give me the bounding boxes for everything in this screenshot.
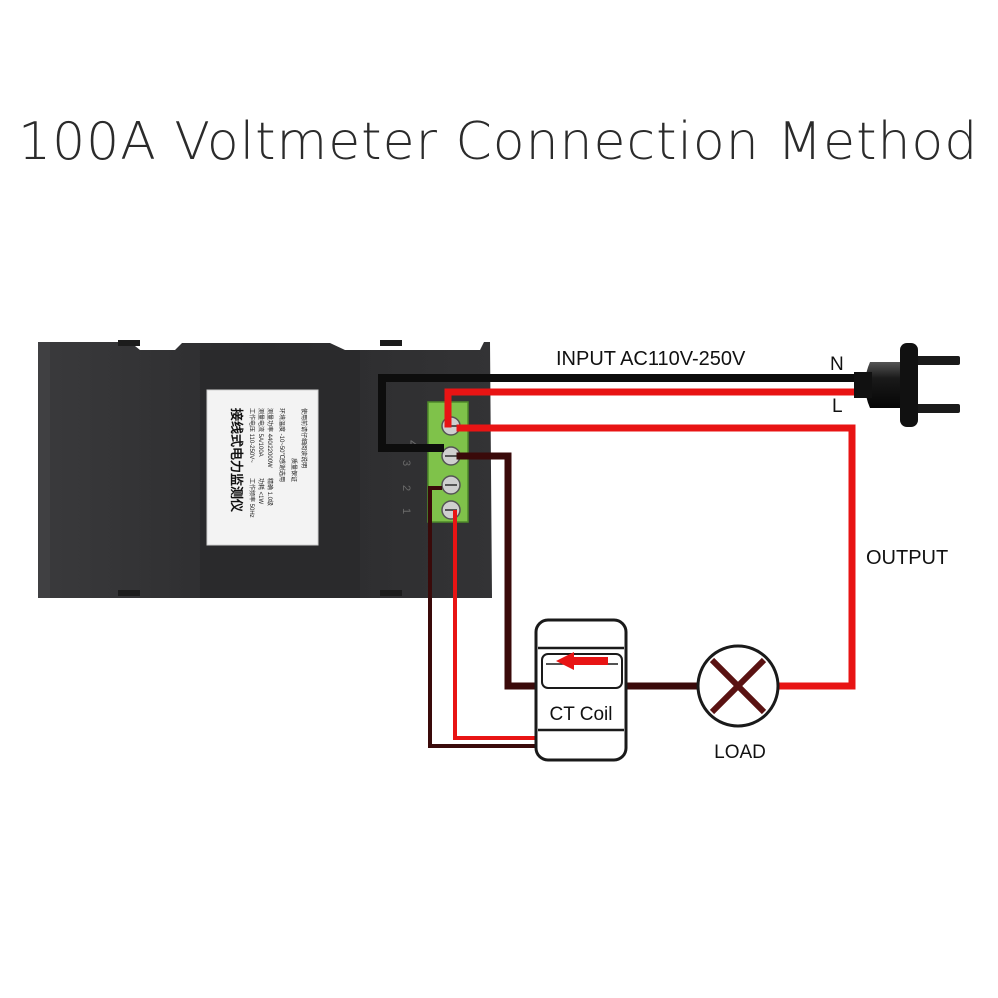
ct-signal-wire-red [453,510,540,740]
sticker-line: 环境温度 -10~50℃ [278,408,286,459]
sticker-line: 质量保证 [290,458,298,482]
meter-clip-top-right [380,340,402,346]
live-label: L [832,396,843,417]
sticker-line: 工作频率 50Hz [248,478,256,518]
sticker-line: 使用前请仔细阅读说明 [300,408,308,468]
terminal-screw [441,475,461,495]
ct-coil: CT Coil [534,618,628,762]
terminal-mark: 1 [400,508,412,514]
sticker-heading: 接线式电力监测仪 [229,408,244,513]
sticker-line: 测量功率 440/22000W [266,408,274,468]
neutral-label: N [830,354,844,375]
ct-coil-label: CT Coil [550,704,613,725]
power-plug-icon [854,343,960,427]
meter-left-edge [38,342,50,598]
load-lamp-icon [696,644,780,728]
terminal-block [427,401,469,523]
load-label: LOAD [714,742,766,763]
neutral-wire [378,374,860,452]
terminal-mark: 3 [400,460,412,466]
ct-signal-wire-dark [428,486,540,748]
terminal-mark: 2 [400,485,412,491]
sticker-line: 功耗 <1W [257,478,265,505]
live-input-wire [444,388,860,428]
sticker-line: 测量电流 5A/100A [257,408,265,457]
sticker-line: 感谢选用 [278,458,286,482]
meter-clip-bottom-right [380,590,402,596]
meter-clip-top-left [118,340,140,346]
ct-direction-arrow-icon [556,652,608,670]
meter-clip-bottom-left [118,590,140,596]
output-wire [456,424,856,690]
sticker-line: 精确 1.0级 [266,478,274,506]
terminal-screw [441,446,461,466]
sticker-background [206,389,319,546]
terminal-screw [441,500,461,520]
ct-coil-body [534,618,628,762]
sticker-line: 工作电压 110-250V~ [248,408,256,463]
device-sticker: 接线式电力监测仪 工作电压 110-250V~ 测量电流 5A/100A 测量功… [206,389,319,546]
input-label: INPUT AC110V-250V [556,348,746,370]
output-label: OUTPUT [866,547,948,569]
wires [378,374,860,748]
diagram-title: 100A Voltmeter Connection Method [18,112,979,172]
